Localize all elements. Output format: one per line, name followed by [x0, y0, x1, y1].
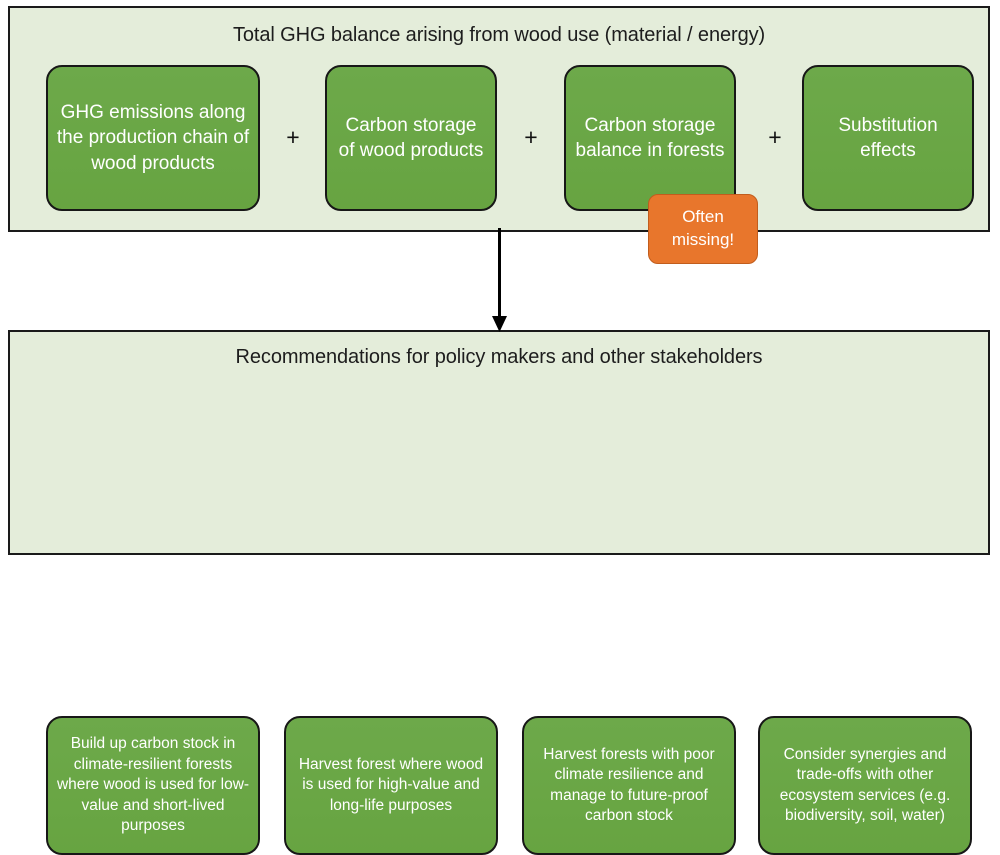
- recommendations-panel: Recommendations for policy makers and ot…: [8, 330, 990, 855]
- recommendation-box-harvest-high-value-label: Harvest forest where wood is used for hi…: [298, 755, 484, 814]
- plus-operator-2: +: [524, 124, 538, 150]
- component-box-carbon-storage-balance-forests[interactable]: Carbon storage balance in forests: [564, 65, 736, 211]
- plus-operator-3: +: [768, 124, 782, 150]
- recommendation-box-build-up-carbon-stock[interactable]: Build up carbon stock in climate-resilie…: [46, 716, 260, 855]
- recommendation-box-harvest-poor-resilience[interactable]: Harvest forests with poor climate resili…: [522, 716, 736, 855]
- often-missing-callout[interactable]: Often missing!: [648, 194, 758, 264]
- often-missing-callout-label: Often missing!: [671, 207, 735, 249]
- component-box-ghg-emissions-label: GHG emissions along the production chain…: [56, 102, 250, 174]
- recommendation-box-synergies-tradeoffs-label: Consider synergies and trade-offs with o…: [779, 745, 951, 824]
- down-arrow-icon: [492, 228, 507, 332]
- diagram-canvas: Total GHG balance arising from wood use …: [8, 6, 990, 855]
- recommendation-box-harvest-high-value[interactable]: Harvest forest where wood is used for hi…: [284, 716, 498, 855]
- component-box-carbon-storage-balance-forests-label: Carbon storage balance in forests: [575, 114, 725, 161]
- ghg-balance-panel-title: Total GHG balance arising from wood use …: [232, 24, 766, 46]
- component-box-substitution-effects-label: Substitution effects: [838, 114, 938, 161]
- recommendation-box-harvest-poor-resilience-label: Harvest forests with poor climate resili…: [543, 745, 715, 824]
- recommendation-box-build-up-carbon-stock-label: Build up carbon stock in climate-resilie…: [56, 735, 250, 835]
- ghg-balance-panel: Total GHG balance arising from wood use …: [8, 6, 990, 232]
- recommendation-box-synergies-tradeoffs[interactable]: Consider synergies and trade-offs with o…: [758, 716, 972, 855]
- component-box-ghg-emissions[interactable]: GHG emissions along the production chain…: [46, 65, 260, 211]
- component-box-carbon-storage-wood-products-label: Carbon storage of wood products: [338, 114, 484, 161]
- recommendations-panel-title: Recommendations for policy makers and ot…: [235, 346, 763, 368]
- plus-operator-1: +: [286, 124, 300, 150]
- component-box-carbon-storage-wood-products[interactable]: Carbon storage of wood products: [325, 65, 497, 211]
- component-box-substitution-effects[interactable]: Substitution effects: [802, 65, 974, 211]
